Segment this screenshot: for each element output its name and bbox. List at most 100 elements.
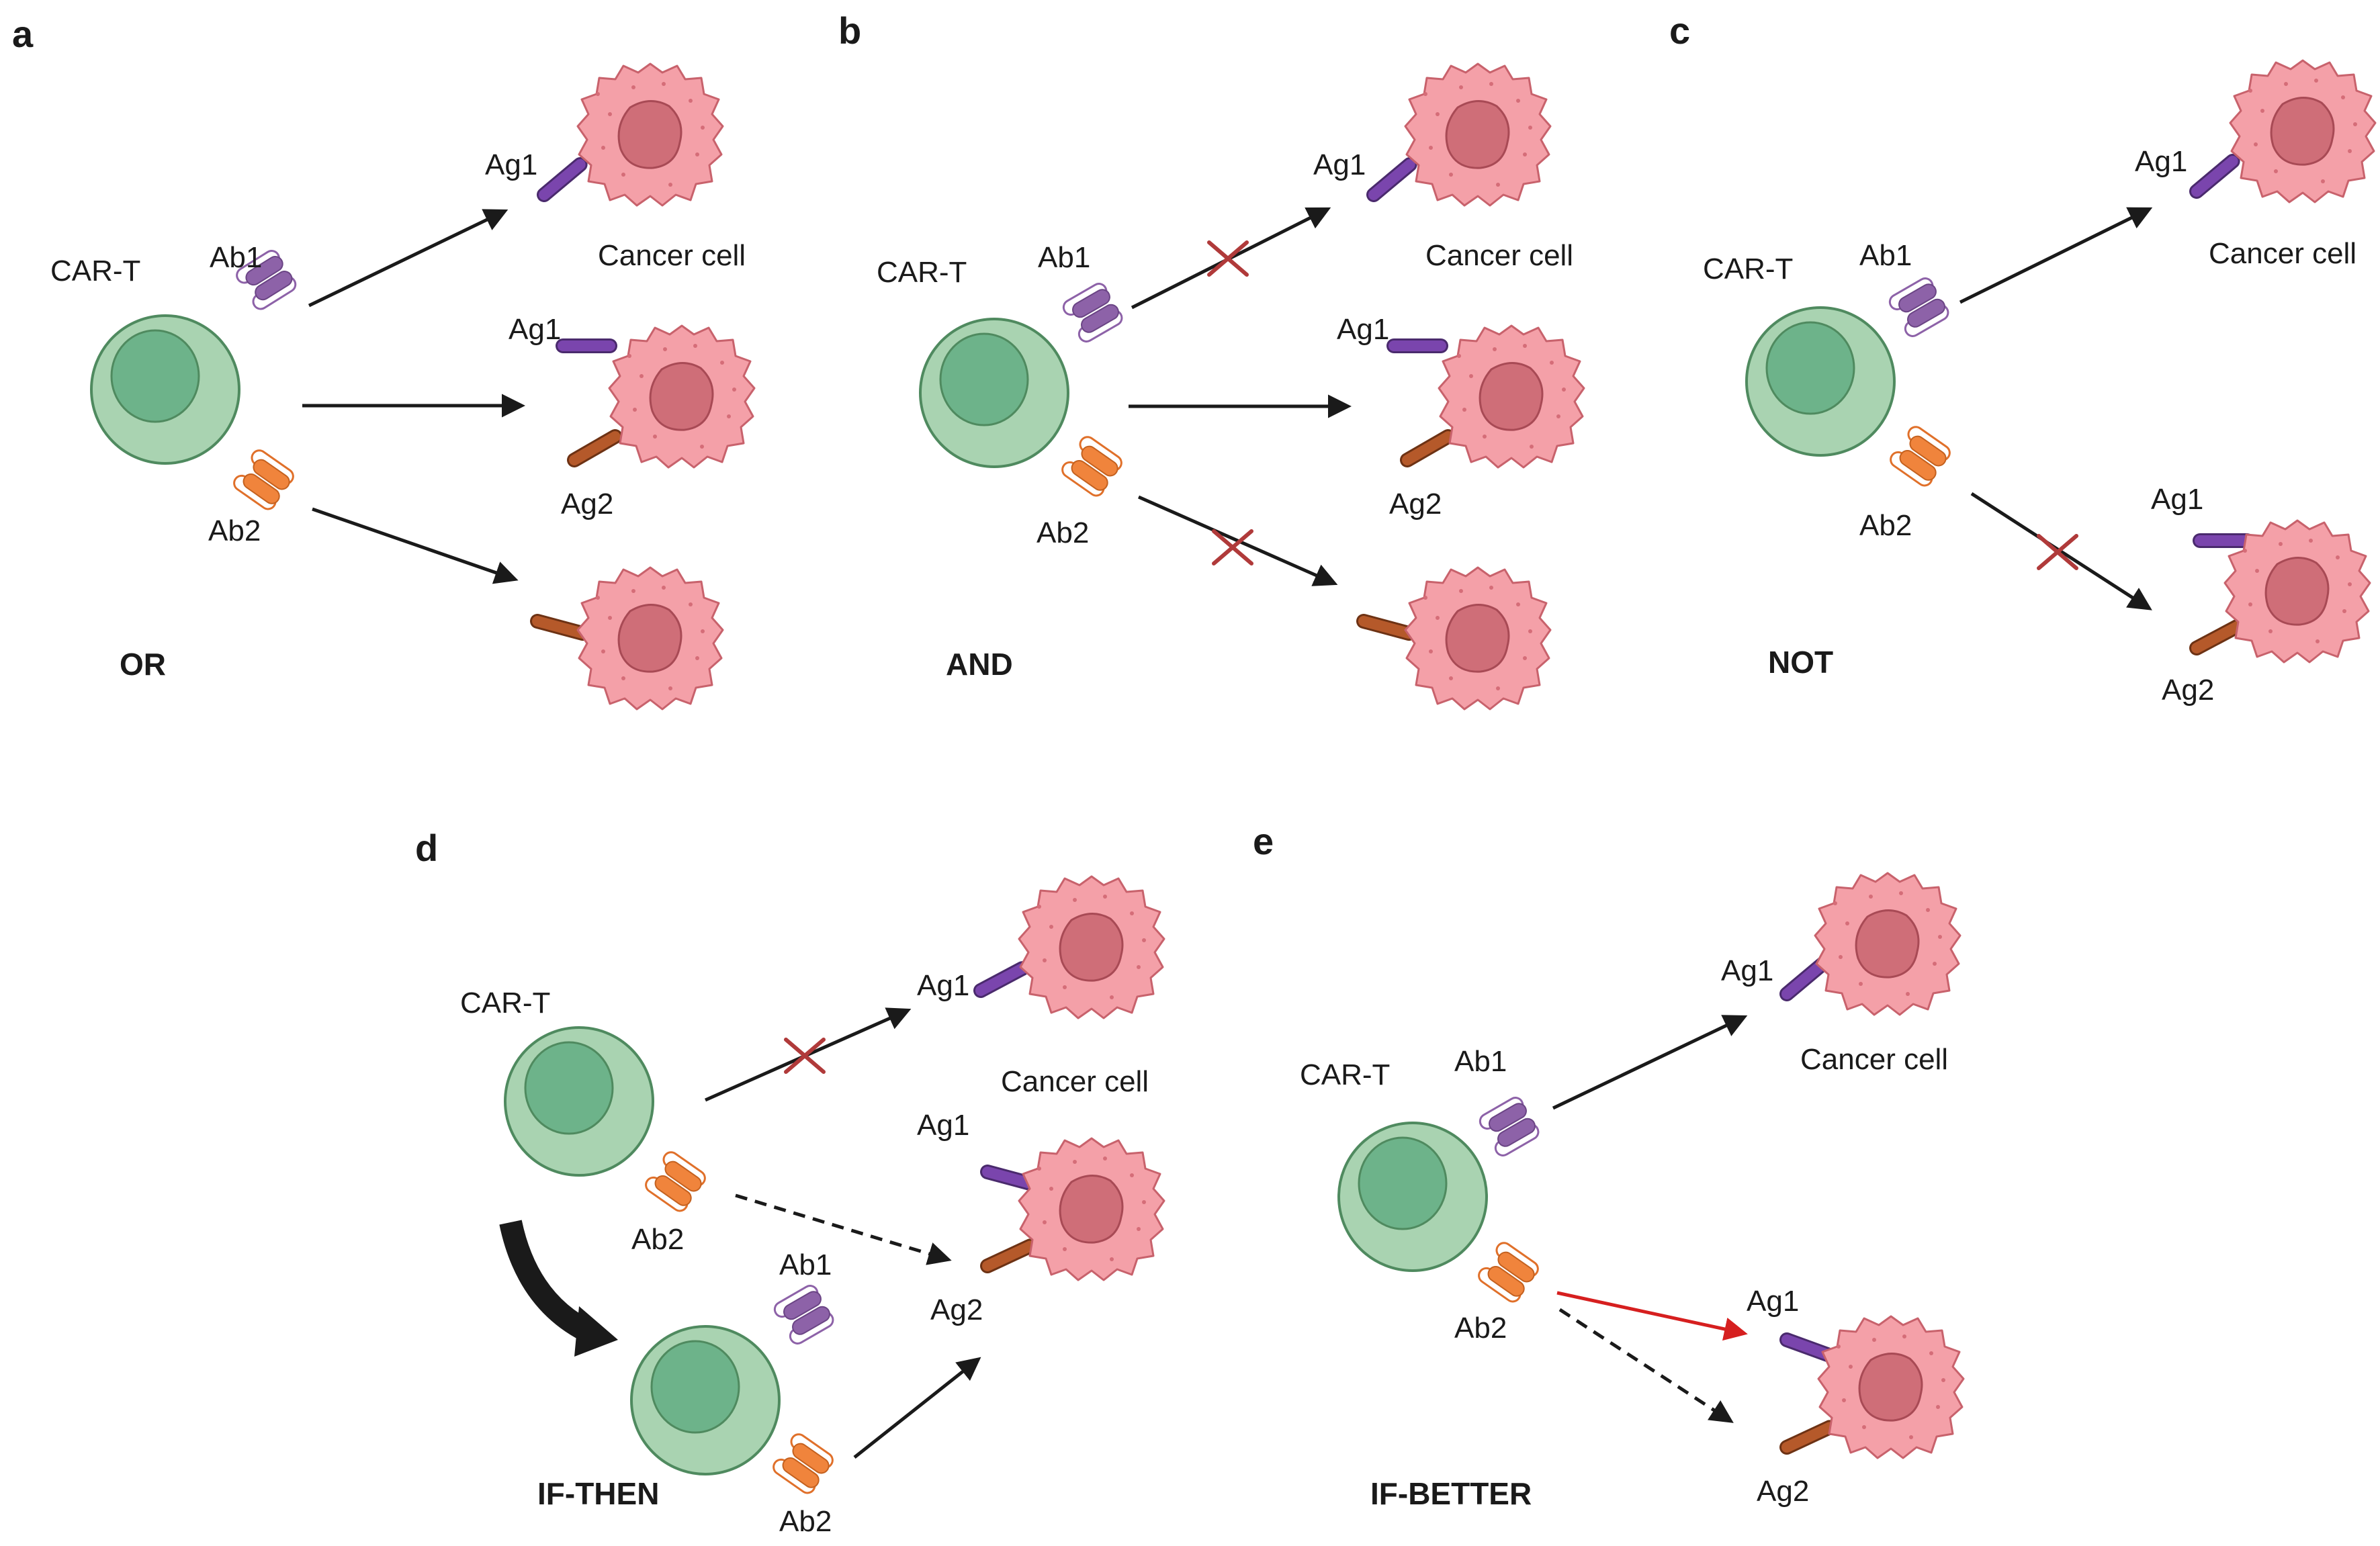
preferred-arrow-to-ag1 — [1556, 1291, 1748, 1341]
car-t-cell — [504, 1026, 654, 1177]
cancer-cell-label: Cancer cell — [1001, 1065, 1149, 1098]
ag1-label: Ag1 — [2135, 145, 2187, 178]
ag2-antigen — [1364, 621, 1409, 633]
panel-letter-b: b — [838, 9, 861, 52]
ab1-receptor — [770, 1282, 837, 1347]
car-t-cell-activated — [630, 1325, 781, 1475]
panel-letter-e: e — [1253, 820, 1274, 862]
ag1-antigen — [2197, 161, 2233, 191]
ab1-receptor — [1476, 1094, 1542, 1159]
cancer-cell — [576, 62, 724, 207]
cancer-cell — [1018, 875, 1165, 1019]
car-t-cell — [1337, 1122, 1488, 1272]
cancer-cell — [1817, 1315, 1965, 1459]
car-t-label: CAR-T — [1703, 253, 1793, 285]
cancer-cell — [1404, 62, 1552, 207]
panel-letter-a: a — [12, 13, 34, 55]
cancer-cell — [576, 566, 724, 711]
ag2-antigen — [1407, 437, 1448, 460]
cancer-cell-label: Cancer cell — [2209, 237, 2356, 270]
ag2-label: Ag2 — [1389, 488, 1442, 520]
cancer-cell — [1404, 566, 1552, 711]
cancer-cell-label: Cancer cell — [1800, 1043, 1948, 1076]
arrow-to-ag1-cell — [1552, 1015, 1748, 1110]
ab2-receptor — [1058, 433, 1126, 500]
dashed-arrow-to-dual-cell — [735, 1193, 952, 1265]
ag1-label: Ag1 — [1721, 954, 1773, 987]
arrow-to-ag2-cell — [312, 507, 519, 584]
ab2-label: Ab2 — [1037, 516, 1089, 549]
cancer-cell — [2229, 59, 2377, 203]
block-x-icon — [1214, 531, 1251, 563]
ab1-label: Ab1 — [779, 1248, 832, 1281]
car-t-label: CAR-T — [50, 255, 140, 287]
ag1-label: Ag1 — [1337, 313, 1389, 346]
ab2-label: Ab2 — [1859, 509, 1912, 542]
cancer-cell — [1438, 324, 1585, 469]
ab2-receptor — [230, 446, 298, 513]
logic-label-or: OR — [120, 647, 166, 682]
ab2-receptor — [1474, 1238, 1542, 1306]
ab1-label: Ab1 — [210, 241, 262, 274]
ag2-label: Ag2 — [2162, 674, 2214, 707]
arrow-to-ag1-cell — [1959, 207, 2153, 304]
ab2-receptor — [642, 1148, 709, 1215]
ab1-receptor — [1886, 275, 1952, 340]
panel-a: a CAR-T Ab1 Ab2 Ag1 Cancer cell Ag1 Ag2 … — [12, 13, 756, 711]
panel-letter-d: d — [415, 827, 438, 869]
car-t-label: CAR-T — [1300, 1058, 1390, 1091]
ag2-antigen — [537, 621, 583, 633]
panel-e: e CAR-T Ab1 Ab2 Ag1 Cancer cell Ag1 Ag2 … — [1253, 820, 1965, 1511]
activation-arrow-head — [574, 1306, 618, 1357]
ab1-label: Ab1 — [1859, 239, 1912, 272]
ag1-label: Ag1 — [485, 148, 537, 181]
ab2-label: Ab2 — [779, 1505, 832, 1538]
ag1-label: Ag1 — [917, 1109, 969, 1142]
cancer-cell — [608, 324, 756, 469]
dashed-arrow-to-ag2 — [1558, 1308, 1734, 1423]
panel-c: c CAR-T Ab1 Ab2 Ag1 Cancer cell Ag1 Ag2 … — [1669, 9, 2377, 707]
activation-arrow — [499, 1220, 597, 1344]
panel-b: b CAR-T Ab1 Ab2 Ag1 Cancer cell Ag1 Ag2 … — [838, 9, 1585, 711]
panel-letter-c: c — [1669, 9, 1690, 52]
cancer-cell — [1814, 872, 1962, 1016]
ag1-antigen — [981, 968, 1022, 991]
car-t-label: CAR-T — [877, 256, 967, 289]
ag1-antigen — [1787, 964, 1823, 994]
cancer-cell — [1018, 1137, 1165, 1281]
car-t-cell — [919, 318, 1069, 468]
ag2-antigen — [1787, 1427, 1829, 1447]
ag1-label: Ag1 — [1747, 1285, 1799, 1318]
ag1-label: Ag1 — [917, 969, 969, 1002]
ag1-label: Ag1 — [1313, 148, 1366, 181]
ag2-label: Ag2 — [561, 488, 613, 520]
cancer-cell-label: Cancer cell — [598, 239, 746, 272]
ag1-antigen — [1374, 165, 1410, 195]
cancer-cell — [2223, 519, 2371, 664]
ab1-label: Ab1 — [1454, 1045, 1507, 1078]
ag2-label: Ag2 — [930, 1293, 983, 1326]
car-t-label: CAR-T — [460, 987, 550, 1019]
logic-label-if-better: IF-BETTER — [1370, 1476, 1532, 1511]
ab1-label: Ab1 — [1038, 241, 1090, 274]
ab1-receptor — [1059, 280, 1126, 345]
ag2-antigen — [574, 437, 615, 460]
ag2-antigen — [987, 1246, 1030, 1266]
ab2-receptor — [1886, 422, 1954, 490]
panel-d: d CAR-T Ab2 Ab1 Ab2 Ag1 Cancer cell Ag1 … — [415, 827, 1165, 1538]
logic-label-if-then: IF-THEN — [537, 1476, 659, 1511]
logic-label-not: NOT — [1768, 645, 1833, 680]
car-t-cell — [90, 314, 240, 465]
ag1-label: Ag1 — [509, 313, 561, 346]
ag2-label: Ag2 — [1757, 1475, 1809, 1508]
car-t-cell — [1745, 306, 1896, 457]
ab2-receptor — [769, 1430, 837, 1497]
logic-label-and: AND — [946, 647, 1013, 682]
ag1-antigen — [544, 165, 580, 195]
arrow-to-dual-cell — [853, 1357, 981, 1459]
ag2-antigen — [2197, 626, 2238, 648]
ag1-label: Ag1 — [2151, 483, 2203, 516]
ab2-label: Ab2 — [1454, 1312, 1507, 1345]
ab2-label: Ab2 — [631, 1223, 684, 1256]
